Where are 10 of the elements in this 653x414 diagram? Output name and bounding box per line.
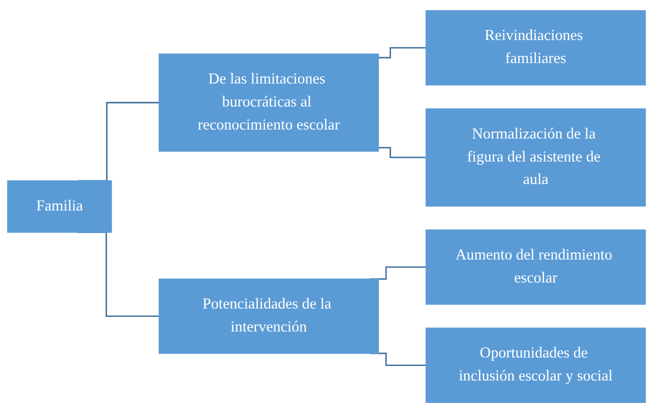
node-box: Oportunidades de inclusión escolar y social: [426, 328, 646, 404]
node-box: Familia: [7, 180, 112, 234]
connector: [378, 48, 426, 59]
node-box: Normalización de la figura del asistente de aula: [426, 108, 646, 207]
connector: [378, 147, 426, 159]
node-box: Aumento del rendimiento escolar: [426, 230, 646, 306]
node-box: Reivindiaciones familiares: [426, 10, 646, 86]
connector: [78, 102, 160, 182]
node-box: De las limitaciones burocráticas al reconocimiento escolar: [158, 54, 379, 152]
node-box: Potencialidades de la intervención: [158, 278, 379, 354]
